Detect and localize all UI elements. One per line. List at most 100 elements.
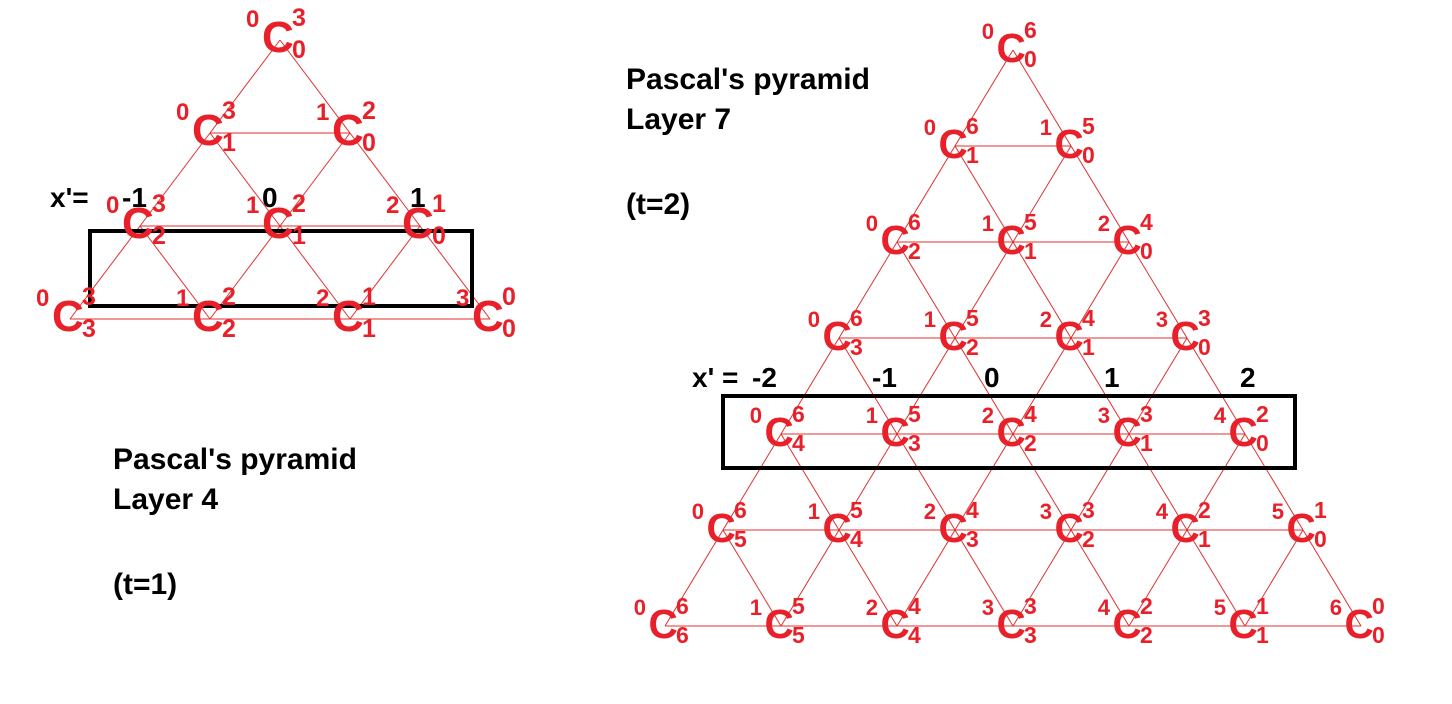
- right-highlight-box: [721, 394, 1297, 470]
- term-superscript: 6: [966, 112, 979, 139]
- term-c-glyph: C: [764, 600, 794, 647]
- left-diagonal-edge: [349, 132, 421, 227]
- right-diagonal-edge: [1302, 529, 1362, 627]
- term-superscript: 5: [850, 496, 863, 523]
- right-title-line-1: Pascal's pyramid: [626, 63, 870, 96]
- term-prefix: 5: [1271, 498, 1285, 524]
- term-superscript: 6: [850, 304, 863, 331]
- right-diagonal-edge: [1128, 529, 1188, 627]
- right-diagonal-edge: [838, 241, 898, 339]
- right-diagonal-edge: [954, 529, 1014, 627]
- term-superscript: 2: [292, 190, 306, 218]
- right-diagonal-edge: [1070, 529, 1130, 627]
- term-subscript: 0: [1198, 334, 1211, 361]
- left-diagonal-edge: [139, 225, 211, 320]
- left-x-prefix: x'=: [50, 182, 89, 213]
- term-superscript: 2: [1256, 400, 1269, 427]
- term-superscript: 3: [1198, 304, 1211, 331]
- term-c-glyph: C: [996, 408, 1026, 455]
- term-superscript: 6: [734, 496, 747, 523]
- term-c-glyph: C: [996, 24, 1026, 71]
- right-diagonal-edge: [1012, 145, 1072, 243]
- term-prefix: 4: [1213, 402, 1227, 428]
- right-diagonal-edge: [780, 433, 840, 531]
- term-subscript: 5: [792, 622, 805, 649]
- left-title-line-1: Pascal's pyramid: [113, 443, 357, 476]
- left-diagonal-edge: [209, 225, 281, 320]
- right-diagonal-edge: [896, 145, 956, 243]
- term-subscript: 2: [1024, 430, 1037, 457]
- right-diagonal-edge: [954, 145, 1014, 243]
- term-c-glyph: C: [1054, 504, 1084, 551]
- term-superscript: 4: [1140, 208, 1153, 235]
- term-subscript: 2: [222, 315, 236, 343]
- term-prefix: 1: [981, 210, 995, 236]
- term-subscript: 4: [792, 430, 805, 457]
- right-diagonal-edge: [1186, 433, 1246, 531]
- term-c-glyph: C: [1112, 408, 1142, 455]
- term-prefix: 2: [1039, 306, 1053, 332]
- term-prefix: 1: [923, 306, 937, 332]
- right-x-value: 1: [1104, 362, 1120, 393]
- term-superscript: 5: [908, 400, 921, 427]
- term-superscript: 4: [1024, 400, 1037, 427]
- term-c-glyph: C: [996, 600, 1026, 647]
- left-diagonal-edge: [279, 39, 351, 134]
- left-x-value: -1: [122, 182, 147, 213]
- right-diagonal-edge: [1012, 241, 1072, 339]
- right-diagonal-edge: [896, 337, 956, 435]
- term-prefix: 0: [865, 210, 879, 236]
- term-prefix: 3: [456, 285, 470, 312]
- term-c-glyph: C: [1112, 216, 1142, 263]
- right-x-value: -1: [872, 362, 897, 393]
- right-diagonal-edge: [1012, 49, 1072, 147]
- right-diagonal-edge: [954, 49, 1014, 147]
- term-subscript: 1: [292, 222, 306, 250]
- term-subscript: 2: [1140, 622, 1153, 649]
- term-subscript: 1: [1024, 238, 1037, 265]
- term-prefix: 2: [865, 594, 879, 620]
- term-subscript: 1: [1140, 430, 1153, 457]
- left-diagonal-edge: [209, 132, 281, 227]
- term-subscript: 1: [1256, 622, 1269, 649]
- term-prefix: 3: [1039, 498, 1053, 524]
- term-superscript: 6: [676, 592, 689, 619]
- right-diagonal-edge: [896, 433, 956, 531]
- right-diagonal-edge: [1128, 241, 1188, 339]
- term-superscript: 4: [908, 592, 921, 619]
- right-diagonal-edge: [954, 337, 1014, 435]
- right-diagonal-edge: [954, 241, 1014, 339]
- right-diagonal-edge: [1244, 529, 1304, 627]
- term-c-glyph: C: [1112, 600, 1142, 647]
- term-superscript: 2: [1198, 496, 1211, 523]
- term-c-glyph: C: [764, 408, 794, 455]
- term-c-glyph: C: [52, 292, 84, 341]
- term-superscript: 2: [1140, 592, 1153, 619]
- term-subscript: 0: [1082, 142, 1095, 169]
- term-c-glyph: C: [1170, 504, 1200, 551]
- term-prefix: 0: [36, 285, 50, 312]
- left-highlight-box: [88, 229, 474, 308]
- term-subscript: 0: [1024, 46, 1037, 73]
- right-diagonal-edge: [780, 529, 840, 627]
- term-superscript: 3: [82, 283, 96, 311]
- term-c-glyph: C: [938, 120, 968, 167]
- term-prefix: 0: [633, 594, 647, 620]
- term-superscript: 1: [1314, 496, 1327, 523]
- term-subscript: 2: [1082, 526, 1095, 553]
- term-c-glyph: C: [880, 600, 910, 647]
- right-diagonal-edge: [896, 529, 956, 627]
- right-x-value: 0: [984, 362, 1000, 393]
- term-prefix: 1: [316, 99, 330, 126]
- term-prefix: 0: [246, 6, 260, 33]
- term-prefix: 1: [176, 285, 190, 312]
- right-diagonal-edge: [838, 337, 898, 435]
- term-prefix: 3: [1155, 306, 1169, 332]
- left-x-value: 1: [410, 182, 426, 213]
- left-diagonal-edge: [279, 225, 351, 320]
- term-c-glyph: C: [332, 106, 364, 155]
- term-subscript: 0: [1372, 622, 1385, 649]
- right-title-line-2: Layer 7: [626, 103, 732, 136]
- right-diagonal-edge: [1070, 433, 1130, 531]
- term-prefix: 0: [807, 306, 821, 332]
